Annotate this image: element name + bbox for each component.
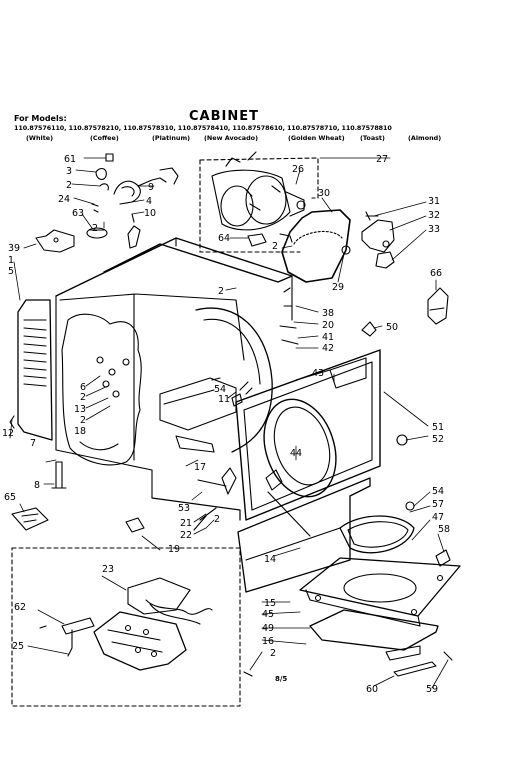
part-label: 30	[318, 188, 330, 199]
part-label: 8	[34, 480, 40, 491]
part-label: 2	[92, 223, 98, 234]
part-label: 2	[214, 514, 220, 525]
part-label: 62	[14, 602, 26, 613]
part-label: 5	[8, 266, 14, 277]
part-label: 63	[72, 208, 84, 219]
part-label: 54	[214, 384, 226, 395]
part-label: 66	[430, 268, 442, 279]
color-new-avocado: (New Avocado)	[204, 134, 258, 142]
part-label: 39	[8, 243, 20, 254]
part-label: 43	[312, 368, 324, 379]
part-label: 44	[290, 448, 302, 459]
part-label: 6	[80, 382, 86, 393]
part-label: 41	[322, 332, 334, 343]
part-label: 50	[386, 322, 398, 333]
part-label: 60	[366, 684, 378, 695]
part-label: 1	[8, 255, 14, 266]
part-label: 61	[64, 154, 76, 165]
leader-lines	[9, 157, 449, 689]
part-label: 26	[292, 164, 304, 175]
part-label: 2	[80, 415, 86, 426]
color-almond: (Almond)	[408, 134, 442, 142]
part-label: 33	[428, 224, 440, 235]
part-label: 29	[332, 282, 344, 293]
top-right-parts	[247, 209, 449, 325]
part-label: 52	[432, 434, 444, 445]
part-label: 19	[168, 544, 180, 555]
screw-part	[105, 153, 114, 162]
base-panel	[237, 477, 371, 593]
part-label: 31	[428, 196, 440, 207]
lint-screen	[339, 501, 451, 567]
color-toast: (Toast)	[360, 134, 385, 142]
part-label: 2	[66, 180, 72, 191]
part-label: 65	[4, 492, 16, 503]
main-cabinet	[55, 237, 293, 521]
part-label: 10	[144, 208, 156, 219]
models-heading: For Models:	[14, 114, 67, 123]
part-label: 4	[146, 196, 152, 207]
part-label: 45	[262, 609, 274, 620]
part-label: 2	[270, 648, 276, 659]
part-label: 38	[322, 308, 334, 319]
part-label: 42	[322, 343, 334, 354]
part-label: 12	[2, 428, 14, 439]
part-label: 2	[80, 392, 86, 403]
part-label: 51	[432, 422, 444, 433]
part-label: 64	[218, 233, 230, 244]
color-white: (White)	[26, 134, 54, 142]
part-label: 21	[180, 518, 192, 529]
terminal-block-inset	[11, 547, 253, 707]
part-label: 13	[74, 404, 86, 415]
part-label: 58	[438, 524, 450, 535]
part-label: 15	[264, 598, 276, 609]
part-label: 11	[218, 394, 230, 405]
part-label: 32	[428, 210, 440, 221]
part-label: 22	[180, 530, 192, 541]
part-label: 14	[264, 554, 276, 565]
fasteners	[51, 287, 377, 489]
page-number: 8/5	[275, 675, 288, 683]
part-label: 49	[262, 623, 274, 634]
part-label: 17	[194, 462, 206, 473]
misc-parts	[11, 377, 243, 533]
part-label: 47	[432, 512, 444, 523]
part-label: 23	[102, 564, 114, 575]
part-label: 18	[74, 426, 86, 437]
top-left-parts	[86, 153, 179, 249]
part-label: 2	[272, 241, 278, 252]
part-label: 3	[66, 166, 72, 177]
part-label: 25	[12, 641, 24, 652]
part-label: 7	[30, 438, 36, 449]
part-label: 54	[432, 486, 444, 497]
part-label: 57	[432, 499, 444, 510]
part-label: 9	[148, 182, 154, 193]
part-label: 53	[178, 503, 190, 514]
part-label: 16	[262, 636, 274, 647]
side-panel	[9, 229, 75, 441]
color-platinum: (Platinum)	[152, 134, 191, 142]
model-numbers: 110.87576110, 110.87578210, 110.87578310…	[14, 124, 392, 132]
part-labels: 61 3 2 24 63 9 4 10 2 27 26 30 31 32 33 …	[2, 154, 450, 695]
page-title: CABINET	[189, 109, 259, 124]
part-label: 2	[218, 286, 224, 297]
color-golden-wheat: (Golden Wheat)	[288, 134, 345, 142]
motor-assembly	[199, 151, 319, 253]
part-label: 24	[58, 194, 70, 205]
color-coffee: (Coffee)	[90, 134, 119, 142]
part-label: 20	[322, 320, 334, 331]
part-label: 27	[376, 154, 388, 165]
bottom-tray	[299, 557, 461, 677]
part-label: 59	[426, 684, 438, 695]
